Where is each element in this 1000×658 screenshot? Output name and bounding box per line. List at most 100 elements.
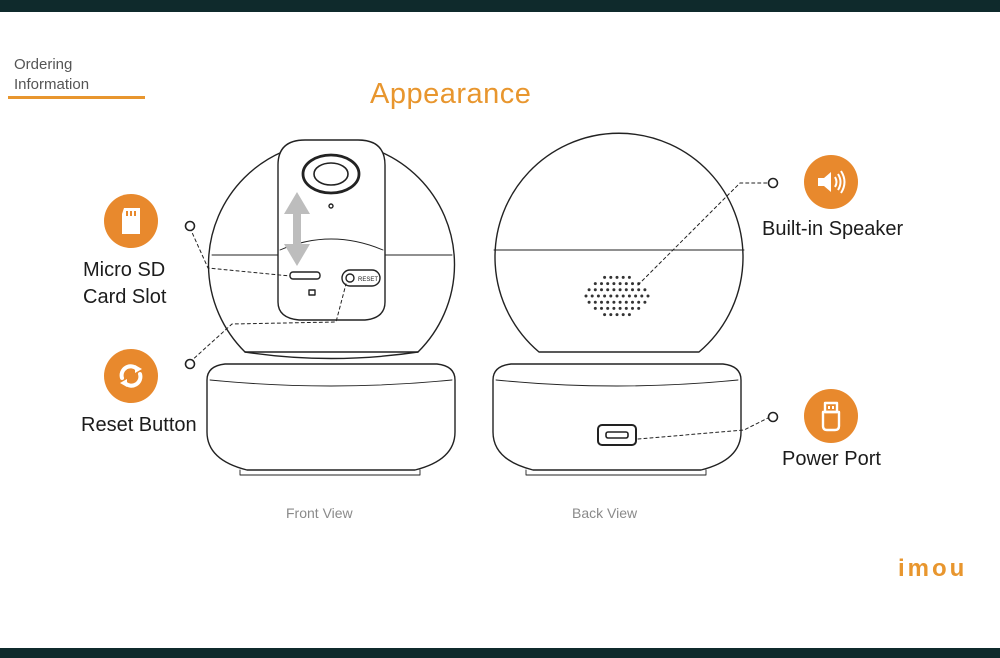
speaker-grill-dot (612, 288, 616, 292)
speaker-grill-dot (615, 275, 619, 279)
speaker-grill-dot (603, 294, 607, 298)
speaker-grill-dot (631, 288, 634, 292)
front-neck (244, 351, 419, 360)
sd-card-icon (104, 194, 158, 248)
front-base (206, 363, 456, 471)
speaker-label: Built-in Speaker (762, 218, 904, 240)
sd-label: Micro SD Card Slot (83, 257, 166, 311)
speaker-grill-dot (637, 306, 641, 310)
brand-logo: imou (898, 555, 968, 582)
speaker-grill-dot (590, 294, 594, 298)
speaker-grill-dot (615, 294, 619, 298)
speaker-grill-dot (627, 275, 631, 279)
power-leader-line (637, 416, 771, 440)
speaker-grill-dot (612, 300, 616, 304)
front-lens-outer (301, 153, 361, 195)
back-usb-port-inner (605, 431, 629, 439)
sd-label-line2: Card Slot (83, 286, 167, 308)
speaker-grill-dot (637, 300, 641, 304)
speaker-grill-dot (615, 313, 619, 317)
reset-label: Reset Button (81, 414, 197, 436)
speaker-grill-dot (603, 275, 607, 279)
speaker-leader-dot (767, 177, 779, 189)
sd-leader-line (189, 227, 291, 277)
speaker-grill-dot (587, 288, 591, 292)
reset-leader-line (189, 283, 347, 363)
speaker-grill-dot (593, 306, 597, 310)
section-underline (8, 96, 145, 99)
power-label: Power Port (782, 448, 881, 470)
reset-icon (104, 349, 158, 403)
front-view-caption: Front View (286, 505, 353, 521)
speaker-grill-dot (593, 288, 597, 292)
speaker-grill-dot (621, 313, 625, 317)
speaker-grill-dot (612, 306, 616, 310)
tilt-arrow (284, 192, 310, 266)
back-base (492, 363, 742, 471)
sd-leader-dot (184, 220, 196, 232)
speaker-grill-dot (618, 282, 622, 286)
speaker-grill-dot (624, 282, 628, 286)
speaker-grill-dot (627, 294, 631, 298)
front-reset-slot (341, 269, 381, 287)
speaker-grill-dot (600, 288, 603, 292)
section-label-line1: Ordering (14, 56, 73, 73)
top-band (0, 0, 1000, 12)
speaker-grill-dot (596, 294, 600, 298)
speaker-grill-dot (606, 282, 610, 286)
speaker-grill-dot (643, 300, 647, 304)
back-view-camera (492, 132, 745, 476)
speaker-grill-dot (609, 294, 613, 298)
speaker-grill-dot (631, 306, 634, 310)
speaker-grill-dot (618, 300, 622, 304)
speaker-grill-dot (600, 306, 603, 310)
front-view-camera: RESET (206, 139, 456, 476)
front-base-foot (239, 469, 421, 476)
section-label: Ordering Information (14, 55, 89, 95)
speaker-grill-dot (624, 306, 628, 310)
speaker-grill (584, 275, 650, 317)
back-head (494, 132, 744, 353)
front-reset-hole (345, 273, 355, 283)
page-title: Appearance (370, 78, 532, 110)
speaker-grill-dot (606, 288, 610, 292)
speaker-grill-dot (646, 294, 650, 298)
front-sd-mark (308, 289, 316, 296)
speaker-grill-dot (606, 300, 610, 304)
speaker-grill-dot (603, 313, 607, 317)
speaker-grill-dot (627, 313, 631, 317)
front-reset-text: RESET (358, 277, 378, 283)
speaker-grill-dot (612, 282, 616, 286)
speaker-grill-dot (593, 300, 597, 304)
back-usb-port-outer (597, 424, 637, 446)
back-view-caption: Back View (572, 505, 638, 521)
speaker-icon (804, 155, 858, 209)
speaker-grill-dot (600, 282, 603, 286)
speaker-grill-dot (618, 306, 622, 310)
speaker-grill-dot (621, 294, 625, 298)
power-leader-dot (767, 411, 779, 423)
speaker-grill-dot (634, 294, 638, 298)
speaker-grill-dot (631, 282, 634, 286)
bottom-band (0, 648, 1000, 658)
front-indicator (328, 203, 334, 209)
sd-label-line1: Micro SD (83, 259, 166, 281)
reset-leader-dot (184, 358, 196, 370)
front-panel (277, 139, 386, 321)
speaker-grill-dot (640, 294, 644, 298)
speaker-grill-dot (643, 288, 647, 292)
section-label-line2: Information (14, 76, 90, 93)
speaker-grill-dot (624, 288, 628, 292)
speaker-grill-dot (609, 275, 613, 279)
speaker-grill-dot (624, 300, 628, 304)
speaker-leader-line (637, 182, 771, 286)
back-base-foot (525, 469, 707, 476)
speaker-grill-dot (621, 275, 625, 279)
speaker-grill-dot (618, 288, 622, 292)
back-base-rim (495, 379, 739, 387)
usb-port-icon (804, 389, 858, 443)
speaker-grill-dot (609, 313, 613, 317)
speaker-grill-dot (637, 288, 641, 292)
front-lens-inner (313, 162, 349, 186)
